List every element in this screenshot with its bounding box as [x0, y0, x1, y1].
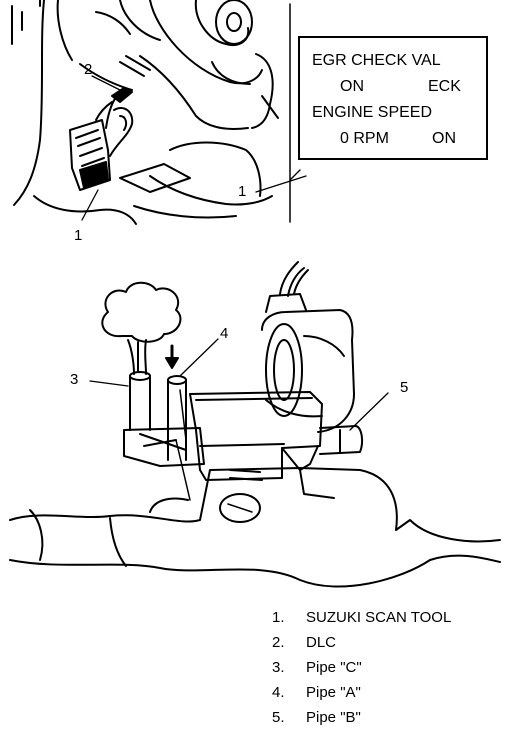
display-value-on-2: ON — [432, 130, 456, 147]
legend-item: 1.SUZUKI SCAN TOOL — [272, 609, 452, 626]
down-arrow-icon — [165, 344, 179, 369]
legend-item: 5.Pipe "B" — [272, 709, 361, 726]
legend-item: 3.Pipe "C" — [272, 659, 362, 676]
display-line-egr-check: EGR CHECK VAL — [312, 52, 441, 69]
dlc-connector — [69, 87, 134, 191]
legend-item: 4.Pipe "A" — [272, 684, 361, 701]
display-line-engine-speed: ENGINE SPEED — [312, 104, 433, 121]
scan-tool-display: EGR CHECK VAL ON ECK ENGINE SPEED 0 RPM … — [298, 36, 488, 160]
callout-dlc: 2 — [84, 61, 93, 78]
callout-pipe-a: 4 — [220, 325, 229, 342]
steering-column-illustration — [11, 0, 279, 225]
egr-vsv-illustration — [9, 261, 501, 588]
callout-scan-tool-connector: 1 — [74, 227, 83, 244]
parts-legend: 1.SUZUKI SCAN TOOL 2.DLC 3.Pipe "C" 4.Pi… — [272, 608, 522, 733]
legend-item: 2.DLC — [272, 634, 337, 651]
callout-scan-tool: 1 — [238, 183, 247, 200]
callout-pipe-c: 3 — [70, 371, 79, 388]
callout-pipe-b: 5 — [400, 379, 409, 396]
display-value-eck: ECK — [428, 78, 461, 95]
display-value-on: ON — [340, 78, 364, 95]
display-value-rpm: 0 RPM — [340, 130, 389, 147]
air-puff-cloud — [101, 281, 182, 375]
